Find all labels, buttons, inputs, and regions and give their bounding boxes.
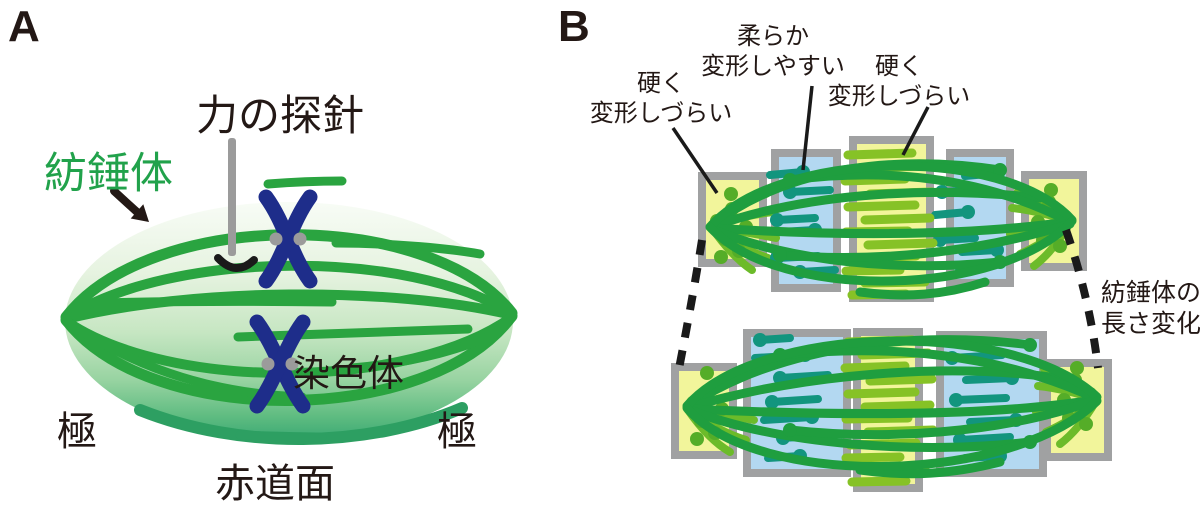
stiff-right-label: 硬く 変形しづらい	[828, 52, 971, 112]
leader-line-soft	[801, 85, 814, 171]
upper-long-fibers	[705, 159, 1077, 300]
length-change-label-line1: 紡錘体の	[1101, 279, 1200, 307]
stiff-left-label: 硬く 変形しづらい	[590, 69, 733, 129]
chromosome-upper	[258, 189, 318, 289]
length-change-label-line2: 長さ変化	[1101, 310, 1200, 338]
pole-right-label: 極	[437, 410, 477, 454]
leader-line-stiff-left	[671, 127, 719, 194]
stiff-right-label-line1: 硬く	[875, 53, 923, 80]
panel-b-artwork	[671, 85, 1112, 492]
soft-label-line2: 変形しやすい	[701, 53, 845, 80]
lower-long-fibers	[682, 335, 1102, 479]
spindle-label: 紡錘体	[44, 150, 173, 198]
length-change-dashed-line-right	[1062, 228, 1102, 369]
length-change-label: 紡錘体の 長さ変化	[1101, 278, 1200, 340]
force-probe	[214, 138, 258, 272]
soft-label-line1: 柔らか	[736, 23, 809, 50]
chromosome-lower	[249, 314, 311, 414]
panel-a-letter: A	[8, 2, 41, 51]
lower-spindle	[671, 328, 1112, 492]
probe-rod	[228, 138, 236, 256]
stiff-left-label-line1: 硬く	[637, 70, 685, 97]
upper-spindle	[698, 136, 1087, 302]
chromosome-label: 染色体	[293, 353, 404, 394]
stiff-right-label-line2: 変形しづらい	[827, 83, 971, 110]
pole-left-label: 極	[57, 410, 97, 454]
soft-label: 柔らか 変形しやすい	[701, 22, 845, 82]
panel-b-letter: B	[558, 2, 591, 51]
probe-hook	[214, 254, 258, 272]
force-probe-label: 力の探針	[196, 92, 365, 139]
leader-line-stiff-right	[901, 106, 930, 156]
length-change-dashed-line-left	[674, 239, 706, 375]
stiff-left-label-line2: 変形しづらい	[589, 100, 733, 127]
equatorial-plane-label: 赤道面	[215, 462, 335, 506]
panel-a-artwork	[60, 138, 518, 445]
spindle-pointer-arrow	[110, 187, 149, 222]
